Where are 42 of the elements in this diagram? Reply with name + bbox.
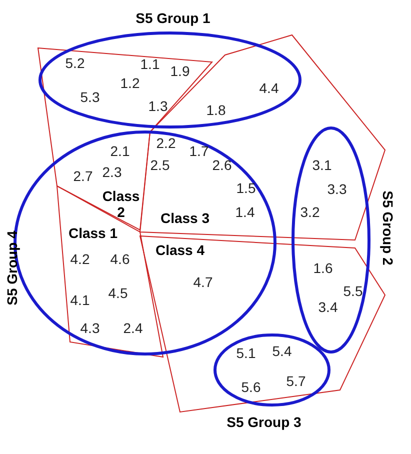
group-title: S5 Group 1 — [136, 10, 210, 26]
item-number: 1.5 — [236, 180, 256, 196]
class-label: Class 1 — [68, 225, 118, 241]
item-number: 1.1 — [140, 56, 160, 72]
item-number: 1.8 — [206, 102, 226, 118]
item-number: 5.5 — [343, 283, 363, 299]
item-number: 3.4 — [318, 299, 338, 315]
item-number: 1.6 — [313, 260, 333, 276]
item-number: 2.6 — [212, 157, 232, 173]
item-number: 5.3 — [80, 89, 100, 105]
item-number: 1.4 — [235, 204, 255, 220]
item-number: 4.1 — [70, 292, 90, 308]
item-number: 5.2 — [65, 55, 85, 71]
item-number: 2.5 — [150, 157, 170, 173]
item-number: 2.4 — [123, 320, 143, 336]
class-label: Class 4 — [155, 242, 205, 258]
group-title: S5 Group 3 — [226, 414, 302, 430]
item-number: 5.1 — [236, 345, 256, 361]
item-number: 2.3 — [102, 164, 122, 180]
item-number: 1.7 — [189, 143, 209, 159]
group-title: S5 Group 4 — [4, 230, 20, 306]
item-number: 5.6 — [241, 379, 261, 395]
item-number: 2.2 — [156, 135, 176, 151]
item-number: 5.4 — [272, 343, 292, 359]
item-number: 3.3 — [327, 181, 347, 197]
class-label: Class 3 — [160, 210, 210, 226]
item-number: 3.2 — [300, 204, 320, 220]
item-number: 3.1 — [312, 157, 332, 173]
class-label: Class 2 — [101, 188, 141, 220]
item-number: 1.3 — [148, 98, 168, 114]
item-number: 5.7 — [286, 373, 306, 389]
group-title: S5 Group 2 — [380, 190, 396, 266]
item-number: 2.1 — [110, 143, 130, 159]
item-number: 1.9 — [170, 63, 190, 79]
item-number: 4.2 — [70, 251, 90, 267]
item-number: 4.4 — [259, 80, 279, 96]
item-number: 4.3 — [80, 320, 100, 336]
item-number: 2.7 — [73, 168, 93, 184]
item-number: 4.6 — [110, 251, 130, 267]
item-number: 1.2 — [120, 75, 140, 91]
item-number: 4.5 — [108, 285, 128, 301]
item-number: 4.7 — [193, 274, 213, 290]
